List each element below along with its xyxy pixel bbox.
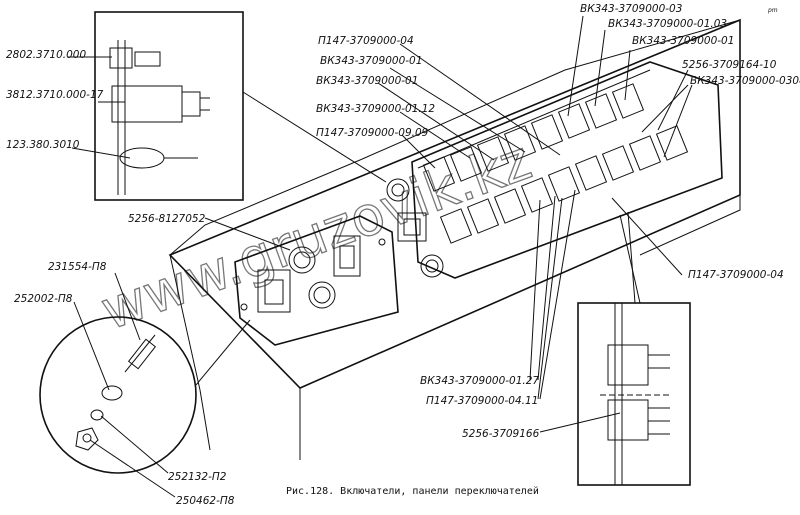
part-label: П147-3709000-09.09 [316,127,429,139]
inset-connector-line [195,319,251,386]
part-label: ВК343-3709000-01.27 [420,375,539,387]
part-label: ВК343-3709000-0308 [690,75,800,87]
inset-connector-line [627,211,636,304]
part-label: 2802.3710.000 [6,49,86,61]
corner-mark: pm [767,7,778,14]
part-label: П147-3709000-04 [318,35,414,47]
fastener-detail-circle [39,316,197,474]
part-label: 5256-3709166 [462,428,540,440]
part-label: ВК343-3709000-01 [632,35,734,47]
inset-bottom-right [577,302,691,486]
part-label: П147-3709000-04 [688,269,784,281]
part-label: ВК343-3709000-01.12 [316,103,435,115]
part-label: 252132-П2 [168,471,227,483]
part-label: 252002-П8 [14,293,73,305]
part-label: 3812.3710.000-17 [6,89,104,101]
part-label: П147-3709000-04.11 [426,395,538,407]
inset-connector-line [619,214,641,304]
switch-row-bottom [439,125,689,244]
part-label: ВК343-3709000-01.03 [608,18,727,30]
part-label: 5256-8127052 [128,213,206,225]
indicator-lamps [386,178,444,278]
watermark-text: www.gruzovik.kz [93,128,539,342]
console-body [168,18,741,460]
inset-connector-line [242,91,387,183]
part-label: ВК343-3709000-03 [580,3,682,15]
part-label: 123.380.3010 [6,139,80,151]
leader-lines [68,15,693,498]
part-label: ВК343-3709000-01 [320,55,422,67]
figure-caption: Рис.128. Включатели, панели переключател… [286,485,539,497]
part-label: 231554-П8 [48,261,107,273]
part-label: 5256-3709164-10 [682,59,777,71]
inset-top-left [94,11,244,201]
part-label: 250462-П8 [176,495,235,507]
switch-row-top [422,83,645,192]
part-label: ВК343-3709000-01 [316,75,418,87]
left-switch-plate [234,215,399,346]
